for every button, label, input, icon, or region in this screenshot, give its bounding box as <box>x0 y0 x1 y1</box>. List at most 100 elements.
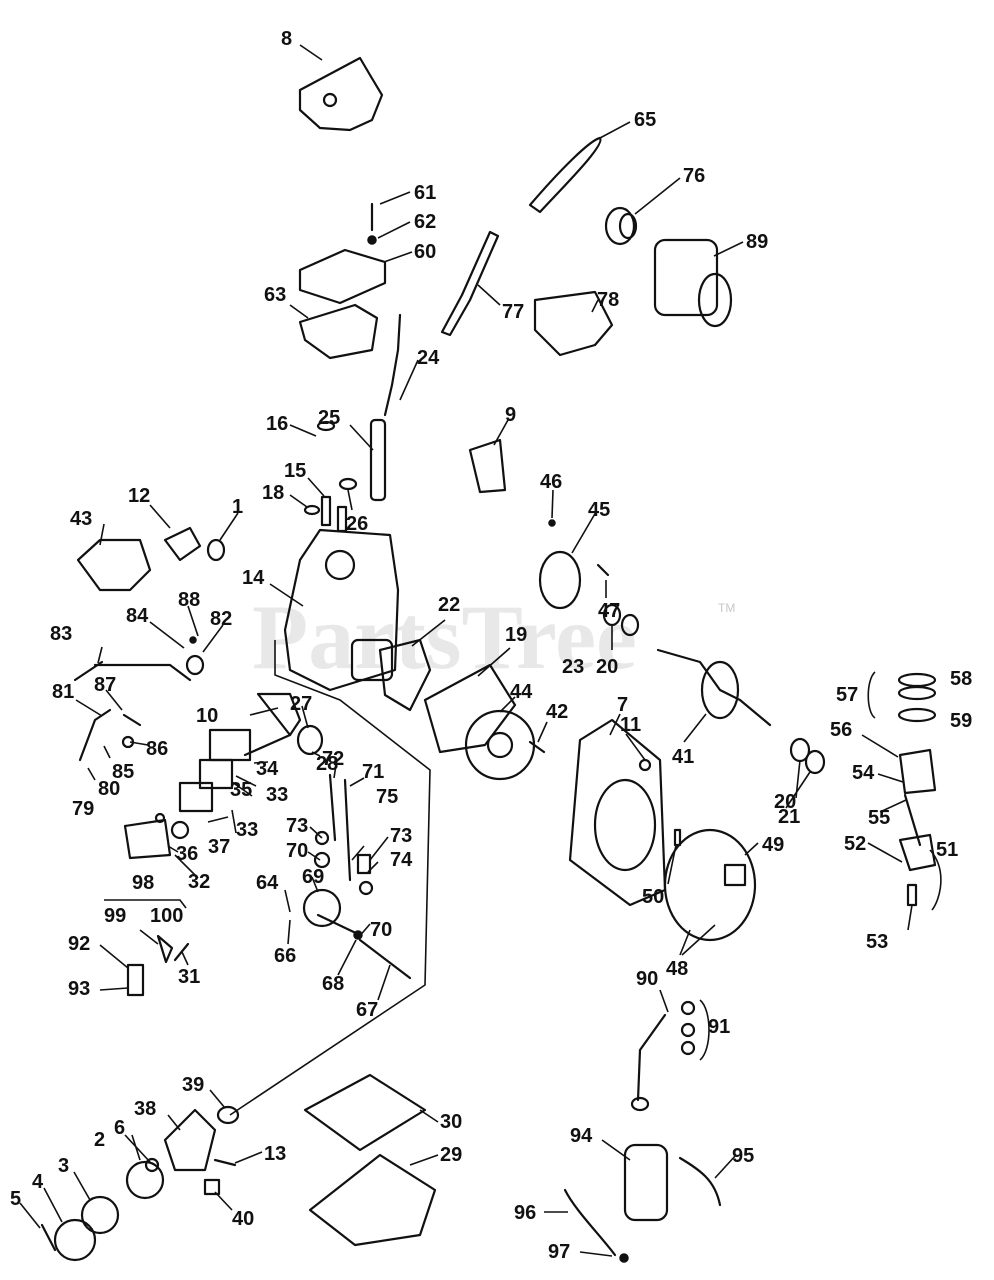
callout-13: 13 <box>264 1143 286 1165</box>
callout-70b: 70 <box>370 919 392 941</box>
callout-21: 21 <box>778 806 800 828</box>
callout-53: 53 <box>866 931 888 953</box>
callout-67: 67 <box>356 999 378 1021</box>
callout-55: 55 <box>868 807 890 829</box>
callout-76: 76 <box>683 165 705 187</box>
callout-8: 8 <box>281 28 292 50</box>
callout-92: 92 <box>68 933 90 955</box>
callout-97: 97 <box>548 1241 570 1263</box>
callout-60: 60 <box>414 241 436 263</box>
callout-63: 63 <box>264 284 286 306</box>
callout-100: 100 <box>150 905 183 927</box>
callout-89: 89 <box>746 231 768 253</box>
callout-85: 85 <box>112 761 134 783</box>
callout-73a: 73 <box>286 815 308 837</box>
callout-18: 18 <box>262 482 284 504</box>
callout-68: 68 <box>322 973 344 995</box>
callout-88: 88 <box>178 589 200 611</box>
callout-5: 5 <box>10 1188 21 1210</box>
callout-78: 78 <box>597 289 619 311</box>
callout-87: 87 <box>94 674 116 696</box>
callout-33b: 33 <box>236 819 258 841</box>
callout-49: 49 <box>762 834 784 856</box>
callout-23: 23 <box>562 656 584 678</box>
callout-65: 65 <box>634 109 656 131</box>
callout-9: 9 <box>505 404 516 426</box>
callout-31: 31 <box>178 966 200 988</box>
callout-69: 69 <box>302 866 324 888</box>
part-drawings <box>40 56 937 1263</box>
callout-96: 96 <box>514 1202 536 1224</box>
callout-26: 26 <box>346 513 368 535</box>
callout-86: 86 <box>146 738 168 760</box>
callout-1: 1 <box>232 496 243 518</box>
callout-91: 91 <box>708 1016 730 1038</box>
callout-30: 30 <box>440 1111 462 1133</box>
callout-75: 75 <box>376 786 398 808</box>
callout-34: 34 <box>256 758 279 780</box>
callout-16: 16 <box>266 413 288 435</box>
callout-48: 48 <box>666 958 688 980</box>
callout-81: 81 <box>52 681 74 703</box>
callout-50: 50 <box>642 886 664 908</box>
callout-98: 98 <box>132 872 154 894</box>
callout-33a: 33 <box>266 784 288 806</box>
callout-45: 45 <box>588 499 610 521</box>
callout-15: 15 <box>284 460 306 482</box>
callout-20b: 20 <box>774 791 796 813</box>
callout-72: 72 <box>322 748 344 770</box>
callout-57: 57 <box>836 684 858 706</box>
callout-7: 7 <box>617 694 628 716</box>
callout-42: 42 <box>546 701 568 723</box>
callout-46: 46 <box>540 471 562 493</box>
callout-35: 35 <box>230 779 252 801</box>
callout-99: 99 <box>104 905 126 927</box>
callout-24: 24 <box>417 347 440 369</box>
callout-82: 82 <box>210 608 232 630</box>
callout-62: 62 <box>414 211 436 233</box>
callout-6: 6 <box>114 1117 125 1139</box>
callout-71: 71 <box>362 761 384 783</box>
callout-37: 37 <box>208 836 230 858</box>
callout-2: 2 <box>94 1129 105 1151</box>
callout-79: 79 <box>72 798 94 820</box>
callout-95: 95 <box>732 1145 754 1167</box>
callout-52: 52 <box>844 833 866 855</box>
callout-43: 43 <box>70 508 92 530</box>
callout-10: 10 <box>196 705 218 727</box>
callout-56: 56 <box>830 719 852 741</box>
callout-14: 14 <box>242 567 265 589</box>
callout-39: 39 <box>182 1074 204 1096</box>
callout-36: 36 <box>176 843 198 865</box>
callout-40: 40 <box>232 1208 254 1230</box>
callout-58: 58 <box>950 668 972 690</box>
callout-74: 74 <box>390 849 413 871</box>
callout-90: 90 <box>636 968 658 990</box>
callout-12: 12 <box>128 485 150 507</box>
callout-28: 28 <box>316 753 338 775</box>
callout-73b: 73 <box>390 825 412 847</box>
callout-93: 93 <box>68 978 90 1000</box>
callout-19: 19 <box>505 624 527 646</box>
callout-47: 47 <box>598 600 620 622</box>
callout-80: 80 <box>98 778 120 800</box>
callout-20a: 20 <box>596 656 618 678</box>
callout-61: 61 <box>414 182 436 204</box>
callout-64: 64 <box>256 872 279 894</box>
callout-54: 54 <box>852 762 875 784</box>
callout-66: 66 <box>274 945 296 967</box>
callout-25: 25 <box>318 407 340 429</box>
callout-83: 83 <box>50 623 72 645</box>
callout-38: 38 <box>134 1098 156 1120</box>
callout-41: 41 <box>672 746 694 768</box>
callout-70a: 70 <box>286 840 308 862</box>
callout-29: 29 <box>440 1144 462 1166</box>
callout-77: 77 <box>502 301 524 323</box>
callout-44: 44 <box>510 681 533 703</box>
callout-27: 27 <box>290 693 312 715</box>
callout-94: 94 <box>570 1125 593 1147</box>
callout-51: 51 <box>936 839 958 861</box>
callout-3: 3 <box>58 1155 69 1177</box>
leader-lines <box>19 44 942 1257</box>
